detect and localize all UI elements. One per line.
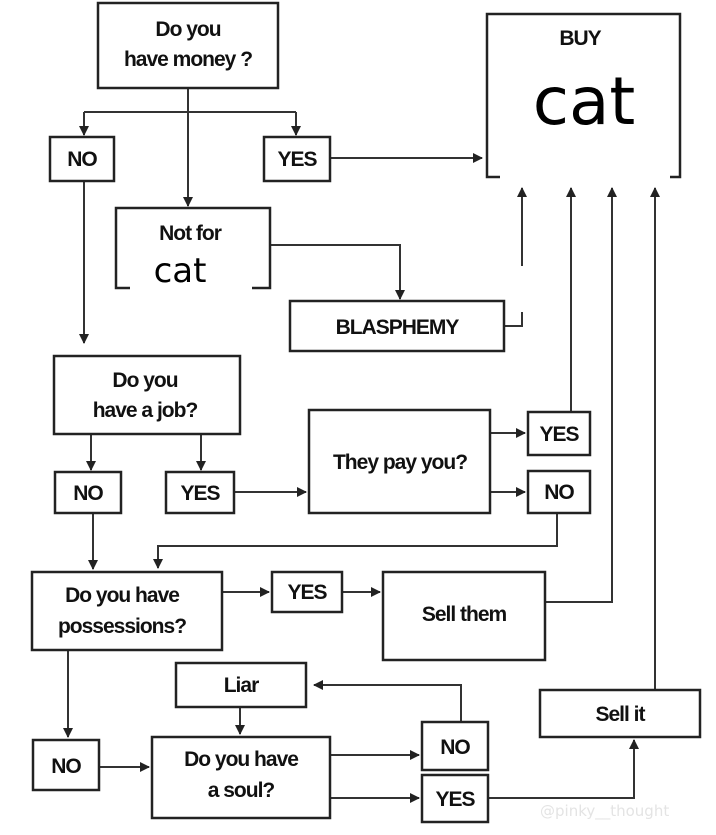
node-text: NO [51,755,81,778]
node-text: NO [544,481,574,504]
node-text: YES [435,788,475,811]
node-text: YES [287,581,327,604]
node-text: cat [533,63,636,140]
node-text: NO [67,148,97,171]
node-no-job: NO [53,470,123,515]
node-text: Do you have [184,748,298,771]
node-text: a soul? [208,779,275,802]
node-text: Do you have [65,584,179,607]
node-not-for-cat: Not for cat [114,206,272,291]
node-text: NO [440,736,470,759]
node-text: Do you [155,18,220,41]
node-text: YES [277,148,317,171]
node-text: YES [180,482,220,505]
node-sell-them: Sell them [381,570,547,662]
watermark: @pinky__thought [540,802,669,821]
node-have-job: Do you have a job? [52,354,242,436]
node-no-possessions: NO [31,738,101,792]
node-text: BLASPHEMY [336,316,460,339]
node-blasphemy: BLASPHEMY [288,299,506,353]
node-text: Sell them [422,603,507,626]
node-text: Liar [224,674,259,697]
node-yes-pay: YES [526,410,592,457]
node-buy-cat: BUY cat [485,12,682,179]
node-text: cat [154,251,207,291]
node-text: Not for [159,222,222,245]
node-have-possessions: Do you have possessions? [30,570,224,652]
node-text: NO [73,482,103,505]
node-text: They pay you? [333,451,467,474]
node-yes-job: YES [164,470,236,515]
connectors [63,88,660,803]
node-yes-soul: YES [420,773,490,824]
node-liar: Liar [174,661,308,709]
node-text: possessions? [58,615,186,638]
node-they-pay-you: They pay you? [307,408,492,515]
node-have-money: Do you have money ? [96,1,280,90]
node-sell-it: Sell it [538,688,702,739]
node-no-money: NO [48,135,116,183]
node-no-soul: NO [420,720,490,772]
node-text: YES [539,423,579,446]
node-text: have a job? [93,399,198,422]
node-yes-possessions: YES [270,570,344,614]
node-text: BUY [559,27,601,50]
node-text: have money ? [124,48,252,71]
node-text: Do you [112,369,177,392]
node-text: Sell it [595,703,645,726]
node-yes-money: YES [262,135,332,183]
node-have-soul: Do you have a soul? [150,735,332,820]
node-no-pay: NO [526,469,592,515]
